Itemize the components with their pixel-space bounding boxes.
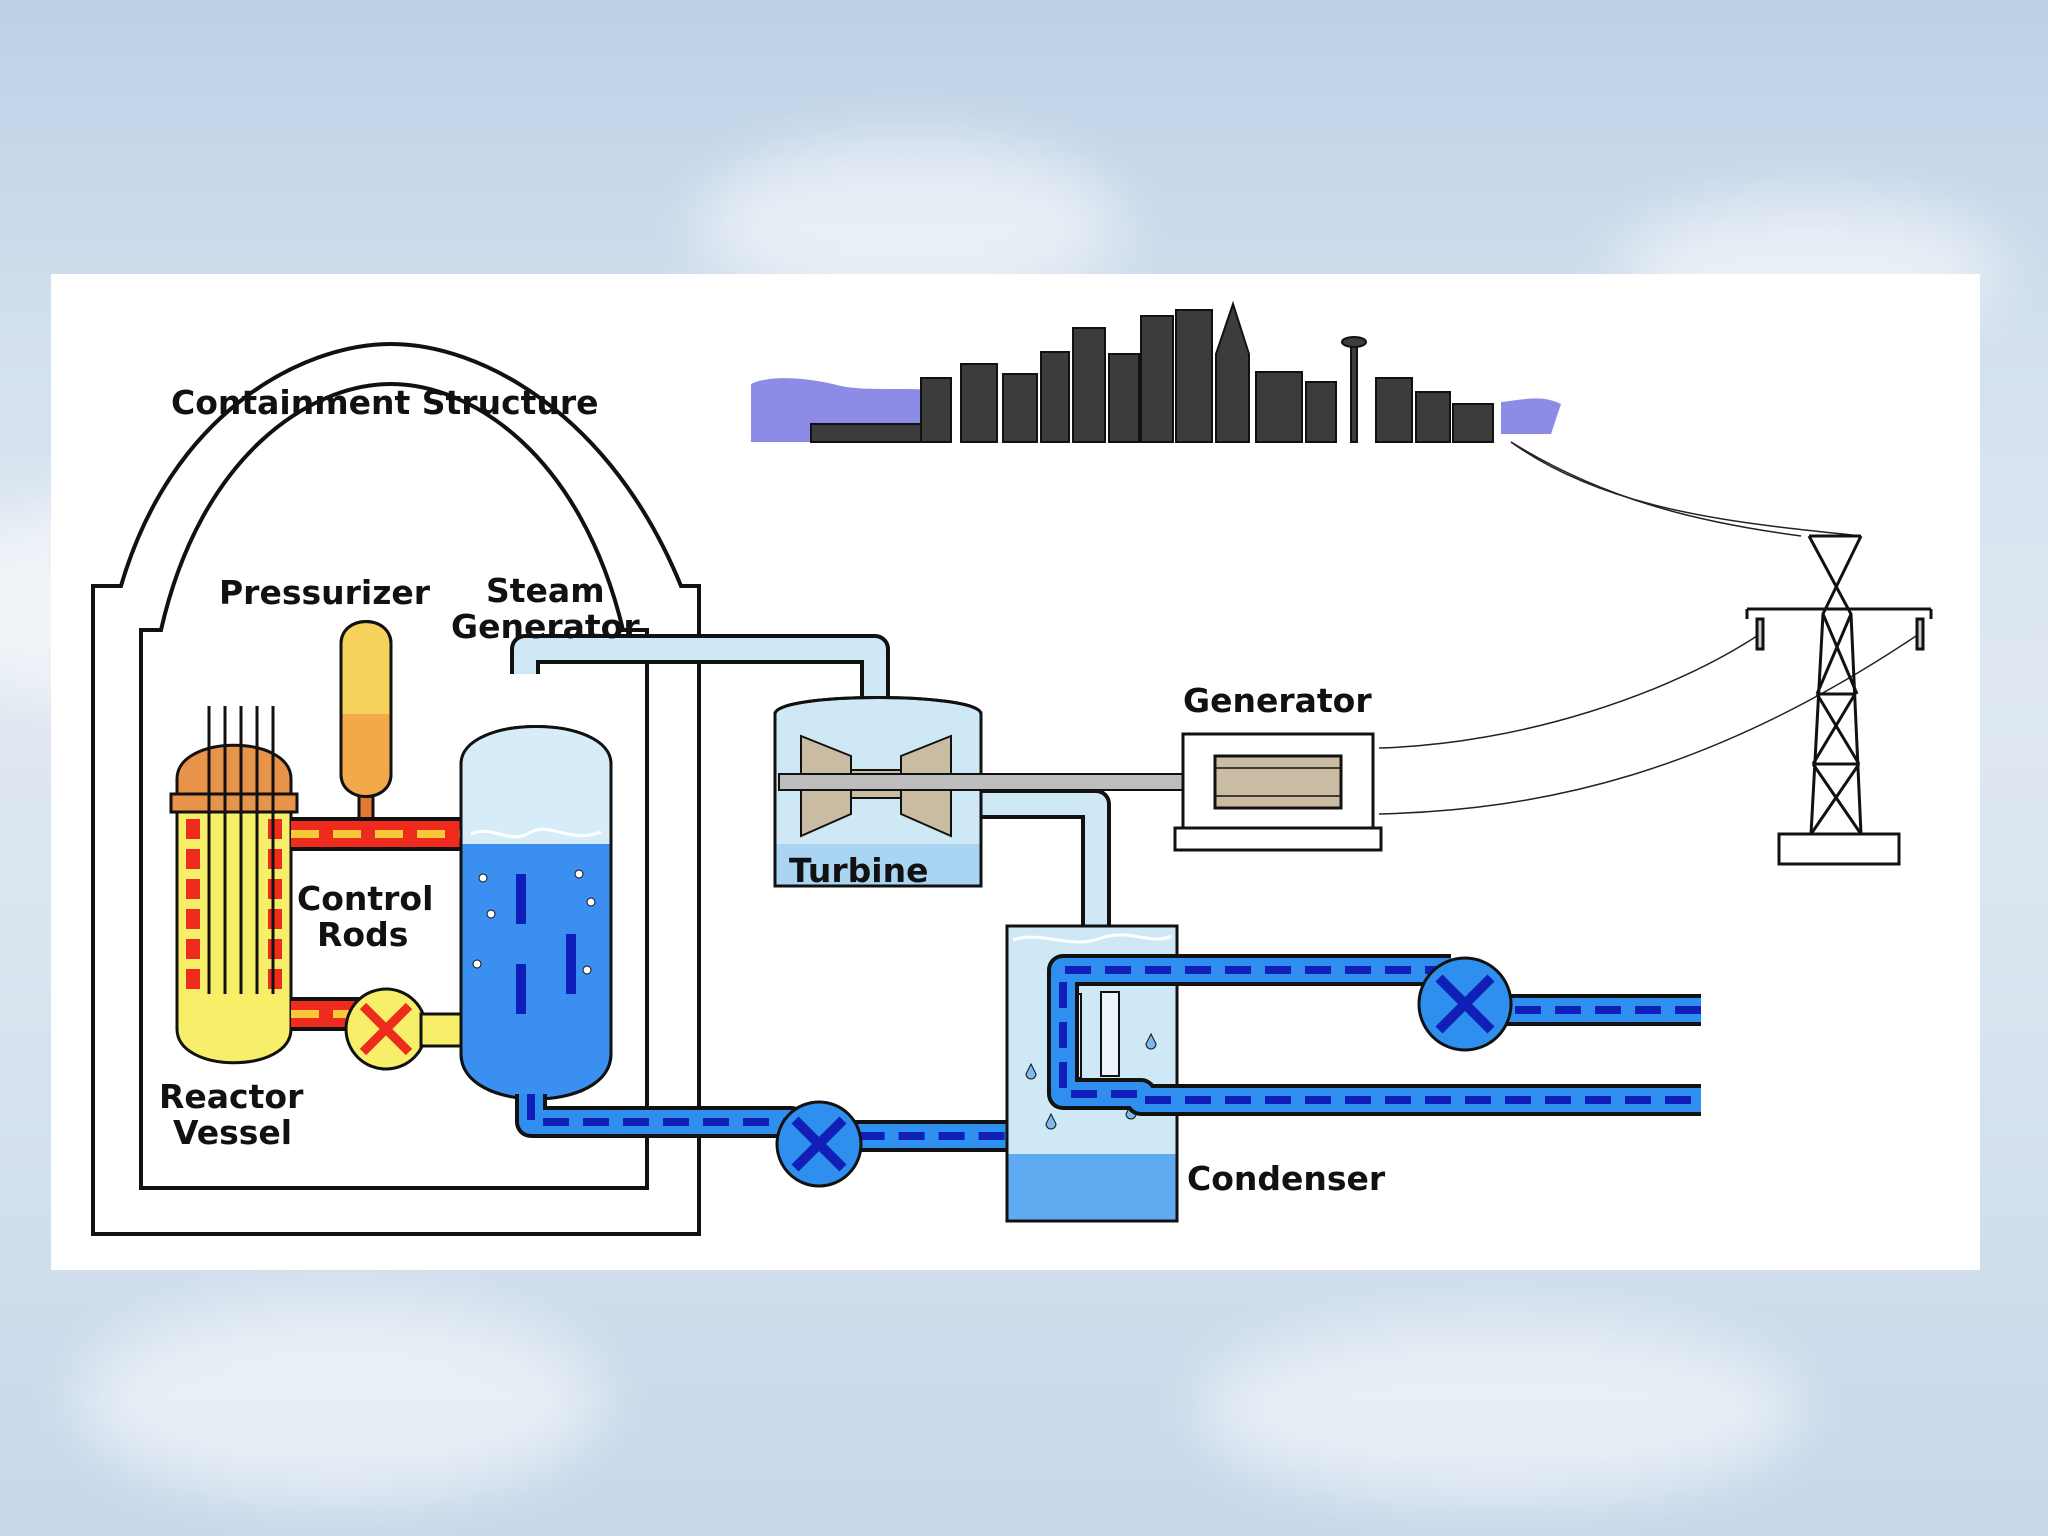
label-reactor-vessel-line2: Vessel bbox=[173, 1113, 292, 1152]
control-rods bbox=[207, 706, 275, 994]
building bbox=[1002, 373, 1038, 443]
city-skyline-icon bbox=[751, 300, 1561, 443]
label-generator: Generator bbox=[1183, 681, 1372, 720]
label-steam-generator-line2: Generator bbox=[451, 607, 640, 646]
cooling-water-loop bbox=[1047, 954, 1701, 1116]
building bbox=[1072, 327, 1106, 443]
building bbox=[960, 363, 998, 443]
city-water bbox=[1501, 398, 1561, 434]
building bbox=[1108, 353, 1140, 443]
reactor-vessel bbox=[169, 706, 299, 1065]
containment-structure bbox=[91, 341, 701, 1236]
building bbox=[810, 423, 922, 443]
building bbox=[1175, 309, 1213, 443]
space-needle bbox=[1350, 343, 1358, 443]
generator-icon bbox=[1173, 732, 1383, 852]
building bbox=[1452, 403, 1494, 443]
building bbox=[1305, 381, 1337, 443]
background-cloud bbox=[80, 1300, 600, 1500]
building bbox=[1215, 300, 1250, 443]
label-pressurizer: Pressurizer bbox=[219, 573, 431, 612]
label-turbine: Turbine bbox=[789, 851, 928, 890]
transmission-tower-icon bbox=[1745, 534, 1933, 866]
building bbox=[1140, 315, 1174, 443]
pump-icon bbox=[1417, 956, 1513, 1052]
pressurizer bbox=[339, 620, 393, 850]
pump-icon bbox=[775, 1100, 863, 1188]
feedwater-loop bbox=[515, 1094, 1011, 1152]
building bbox=[1375, 377, 1413, 443]
pwr-plant-diagram: Containment Structure Pressurizer Steam … bbox=[91, 300, 1933, 1236]
building bbox=[1255, 371, 1303, 443]
label-control-rods-line1: Control bbox=[297, 879, 433, 918]
background-cloud bbox=[1200, 1320, 1800, 1500]
label-reactor-vessel-line1: Reactor bbox=[159, 1077, 304, 1116]
space-needle-top bbox=[1341, 336, 1367, 348]
building bbox=[920, 377, 952, 443]
label-control-rods-line2: Rods bbox=[317, 915, 408, 954]
building bbox=[1040, 351, 1070, 443]
label-containment-structure: Containment Structure bbox=[171, 383, 599, 422]
diagram-panel: Containment Structure Pressurizer Steam … bbox=[51, 274, 1980, 1270]
steam-generator bbox=[459, 725, 613, 1101]
power-lines bbox=[1378, 441, 1920, 815]
label-steam-generator-line1: Steam bbox=[486, 571, 605, 610]
label-condenser: Condenser bbox=[1187, 1159, 1386, 1198]
building bbox=[1415, 391, 1451, 443]
